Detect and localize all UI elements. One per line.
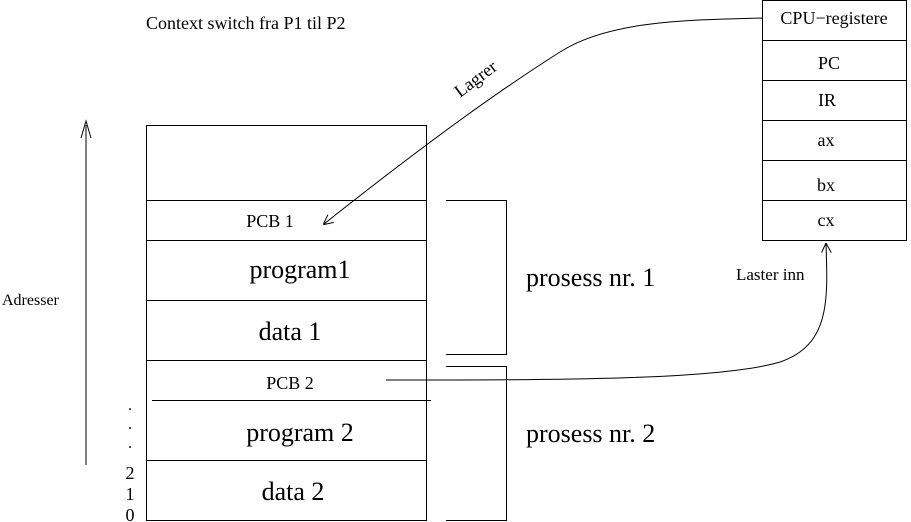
save-arrow-label: Lagrer [450, 56, 500, 101]
register-pc: PC [818, 53, 840, 73]
address-axis-arrowhead [80, 119, 92, 139]
memory-program2-label: program 2 [246, 418, 354, 447]
register-cx: cx [818, 210, 835, 230]
load-arrow-label: Laster inn [736, 265, 805, 284]
save-arrow [324, 17, 763, 224]
cpu-register-header: CPU−registere [780, 8, 887, 28]
address-tick-dot: . [128, 435, 132, 452]
address-tick-dot: . [128, 397, 132, 414]
load-arrow [385, 244, 827, 381]
diagram-title: Context switch fra P1 til P2 [146, 13, 346, 33]
memory-column [146, 125, 427, 521]
address-tick-2: 2 [126, 463, 135, 483]
address-tick-dot: . [128, 416, 132, 433]
memory-data2-label: data 2 [262, 477, 325, 506]
memory-pcb1-label: PCB 1 [246, 211, 294, 231]
process-2-bracket [446, 366, 507, 521]
memory-data1-label: data 1 [259, 317, 322, 346]
register-ir: IR [818, 90, 836, 110]
address-tick-1: 1 [126, 484, 135, 504]
register-ax: ax [818, 130, 835, 150]
process-1-label: prosess nr. 1 [526, 263, 655, 292]
memory-pcb2-label: PCB 2 [266, 373, 314, 393]
address-axis-label: Adresser [2, 292, 60, 309]
memory-program1-label: program1 [249, 255, 350, 284]
process-2-label: prosess nr. 2 [526, 419, 655, 448]
register-bx: bx [817, 175, 835, 195]
process-1-bracket [446, 200, 507, 355]
address-tick-0: 0 [126, 505, 135, 522]
